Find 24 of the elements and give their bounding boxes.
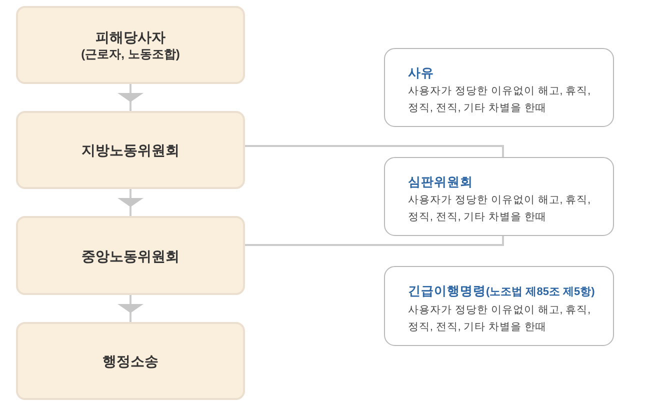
step-title: 지방노동위원회 — [82, 141, 180, 159]
step-box — [16, 322, 245, 400]
note-title: 사유 — [408, 66, 434, 80]
note-box — [384, 48, 614, 127]
step-subtitle: (근로자, 노동조합) — [81, 46, 180, 62]
title-note: (노조법 제85조 제5항) — [486, 286, 595, 298]
note-box — [384, 266, 614, 346]
note-title: 긴급이행명령 — [408, 284, 486, 298]
step-box — [16, 216, 245, 295]
step-box — [16, 6, 245, 84]
note-text: 사용자가 정당한 이유없이 해고, 휴직, 정직, 전직, 기타 차별을 한때 — [408, 193, 592, 225]
step-box — [16, 111, 245, 189]
note-title: 심판위원회 — [408, 175, 473, 189]
arrow — [118, 189, 144, 216]
note-box — [384, 157, 614, 236]
step-title: 행정소송 — [102, 352, 158, 370]
arrow — [118, 84, 144, 111]
step-title: 피해당사자 — [96, 28, 166, 46]
arrow — [118, 295, 144, 322]
note-text: 사용자가 정당한 이유없이 해고, 휴직, 정직, 전직, 기타 차별을 한때 — [408, 303, 592, 335]
step-title: 중앙노동위원회 — [82, 246, 180, 264]
connector-line — [245, 236, 504, 246]
note-text: 사용자가 정당한 이유없이 해고, 휴직, 정직, 전직, 기타 차별을 한때 — [408, 84, 592, 116]
connector-line — [245, 145, 504, 157]
